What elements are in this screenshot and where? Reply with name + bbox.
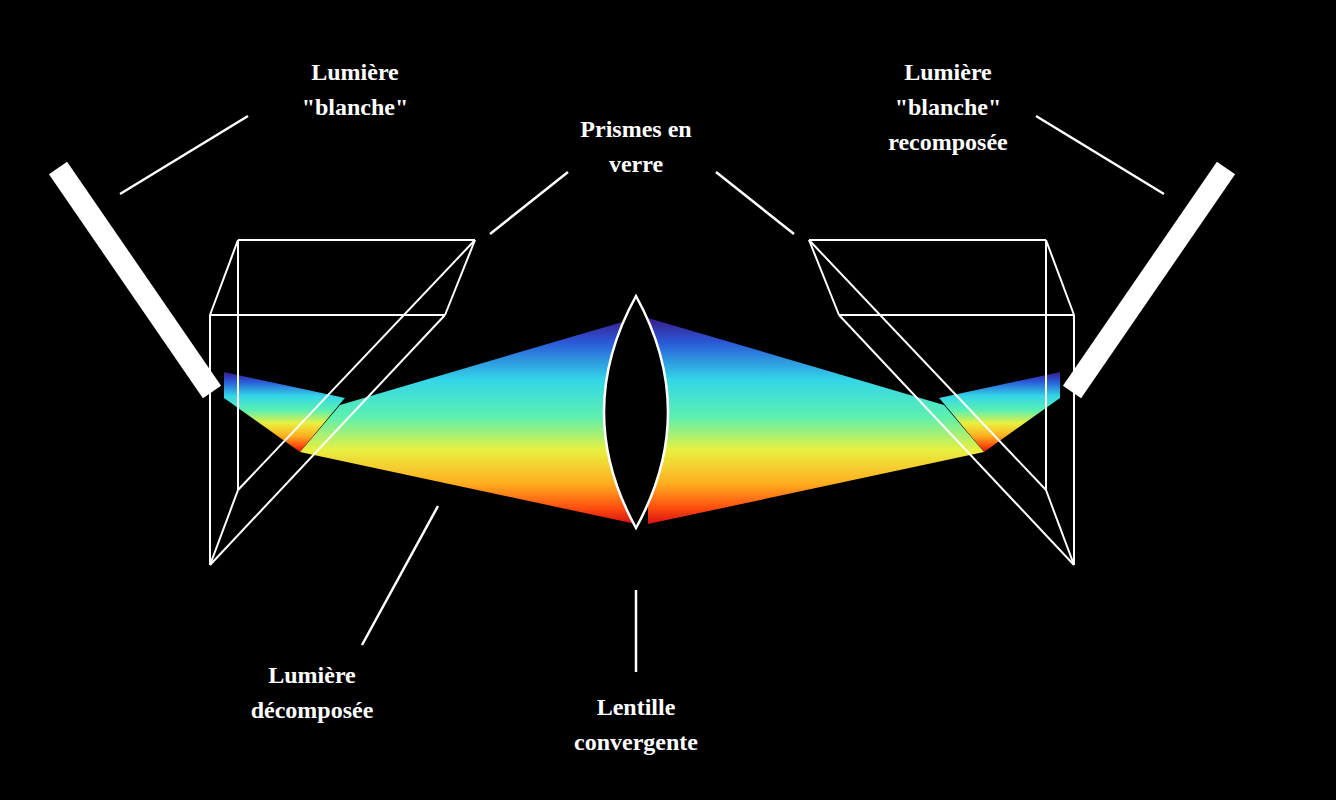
right-half bbox=[648, 116, 1226, 565]
part-label: Lumière "blanche" bbox=[275, 55, 435, 125]
part-label: Lumière "blanche" recomposée bbox=[868, 55, 1028, 160]
left-half bbox=[58, 116, 636, 565]
leader-lines-bottom bbox=[362, 506, 636, 672]
converging-lens bbox=[604, 296, 668, 528]
part-label: Lentille convergente bbox=[556, 690, 716, 760]
part-label: Lumière décomposée bbox=[232, 658, 392, 728]
part-label: Prismes en verre bbox=[556, 112, 716, 182]
